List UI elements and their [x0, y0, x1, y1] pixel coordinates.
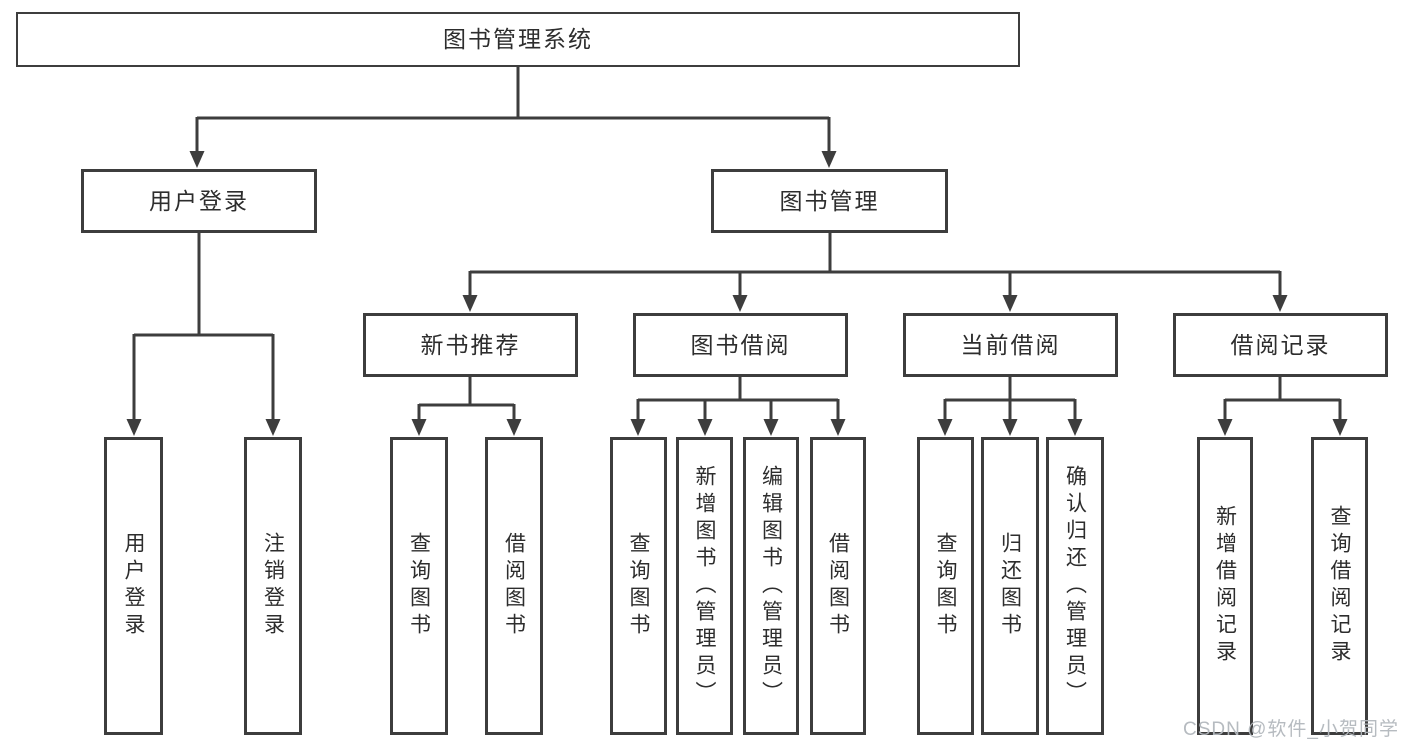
leaf-bb-borrow-books: 借阅图书 [810, 437, 866, 735]
node-label: 用户登录 [149, 187, 249, 214]
leaf-logout: 注销登录 [244, 437, 302, 735]
leaf-br-query-borrow-record: 查询借阅记录 [1311, 437, 1368, 735]
leaf-cb-confirm-return-admin: 确认归还（管理员） [1046, 437, 1104, 735]
leaf-cb-query-books: 查询图书 [917, 437, 974, 735]
node-current-borrow: 当前借阅 [903, 313, 1118, 377]
node-label: 新书推荐 [420, 331, 521, 358]
node-label: 图书借阅 [690, 331, 791, 358]
node-label: 新增借阅记录 [1213, 505, 1237, 667]
node-book-management: 图书管理 [711, 169, 948, 233]
leaf-br-add-borrow-record: 新增借阅记录 [1197, 437, 1253, 735]
node-label: 查询图书 [407, 532, 431, 640]
leaf-bb-edit-book-admin: 编辑图书（管理员） [743, 437, 799, 735]
leaf-user-login: 用户登录 [104, 437, 163, 735]
leaf-bb-query-books: 查询图书 [610, 437, 667, 735]
node-label: 当前借阅 [960, 331, 1061, 358]
node-borrow-records: 借阅记录 [1173, 313, 1388, 377]
leaf-bb-add-book-admin: 新增图书（管理员） [676, 437, 733, 735]
node-label: 新增图书（管理员） [693, 464, 716, 708]
node-label: 图书管理 [779, 187, 880, 214]
node-label: 注销登录 [261, 532, 285, 640]
node-user-login: 用户登录 [81, 169, 317, 233]
node-label: 查询借阅记录 [1328, 505, 1351, 667]
node-label: 查询图书 [627, 532, 650, 640]
node-library-management-system: 图书管理系统 [16, 12, 1020, 67]
node-book-borrow: 图书借阅 [633, 313, 848, 377]
node-label: 查询图书 [934, 532, 957, 640]
csdn-watermark: CSDN @软件_小贺同学 [1183, 719, 1399, 740]
node-label: 借阅图书 [826, 532, 850, 640]
node-label: 确认归还（管理员） [1063, 464, 1087, 708]
node-label: 图书管理系统 [443, 26, 593, 52]
node-label: 用户登录 [122, 532, 145, 640]
leaf-nbr-query-books: 查询图书 [390, 437, 448, 735]
node-label: 借阅记录 [1230, 331, 1331, 358]
node-label: 借阅图书 [502, 532, 526, 640]
node-label: 归还图书 [998, 532, 1022, 640]
leaf-nbr-borrow-books: 借阅图书 [485, 437, 543, 735]
node-label: 编辑图书（管理员） [759, 464, 783, 708]
leaf-cb-return-books: 归还图书 [981, 437, 1039, 735]
node-new-book-recommend: 新书推荐 [363, 313, 578, 377]
